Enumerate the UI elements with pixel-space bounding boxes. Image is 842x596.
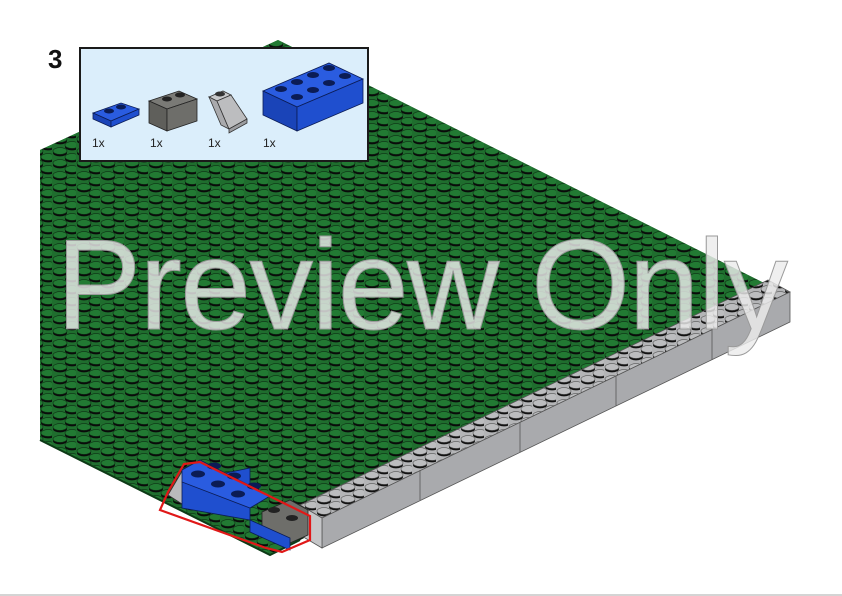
callout-outline [158,460,312,554]
step-number: 3 [48,44,63,74]
part-qty: 1x [150,136,163,150]
slope-1x2-icon [208,90,248,134]
parts-list-box: 1x 1x 1x 1x [79,47,369,162]
plate-1x2-icon [91,102,141,128]
part-qty: 1x [92,136,105,150]
grey-border-bricks [299,279,791,549]
brick-2x4-icon [262,62,364,132]
part-qty: 1x [263,136,276,150]
page-bottom-rule [0,594,842,596]
part-qty: 1x [208,136,221,150]
new-parts-assembly [158,459,312,554]
brick-1x2-icon [147,90,199,132]
